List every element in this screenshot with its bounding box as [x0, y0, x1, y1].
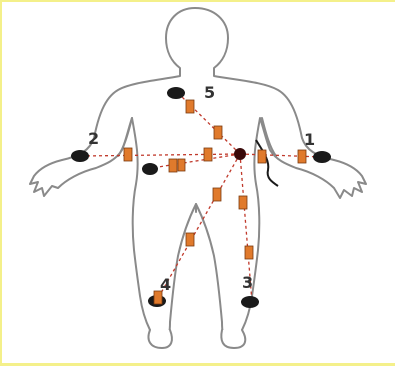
electrode-2: [71, 150, 89, 162]
resistor: [186, 233, 194, 246]
electrode-3: [241, 296, 259, 308]
resistor: [245, 246, 253, 259]
electrode-5: [167, 87, 185, 99]
central-hub: [234, 148, 246, 160]
resistor: [124, 148, 132, 161]
label-5: 5: [204, 83, 215, 102]
electrode-1: [313, 151, 331, 163]
resistor: [204, 148, 212, 161]
resistor: [213, 188, 221, 201]
resistor: [186, 100, 194, 113]
resistor: [298, 150, 306, 163]
resistor: [178, 159, 185, 171]
label-3: 3: [242, 273, 253, 292]
label-4: 4: [160, 275, 171, 294]
electrode-mid: [142, 163, 158, 175]
label-2: 2: [88, 129, 99, 148]
resistor: [258, 150, 266, 163]
resistor: [239, 196, 247, 209]
body-outline: [30, 8, 366, 348]
resistor: [169, 159, 177, 172]
label-1: 1: [304, 130, 315, 149]
resistor: [214, 126, 222, 139]
